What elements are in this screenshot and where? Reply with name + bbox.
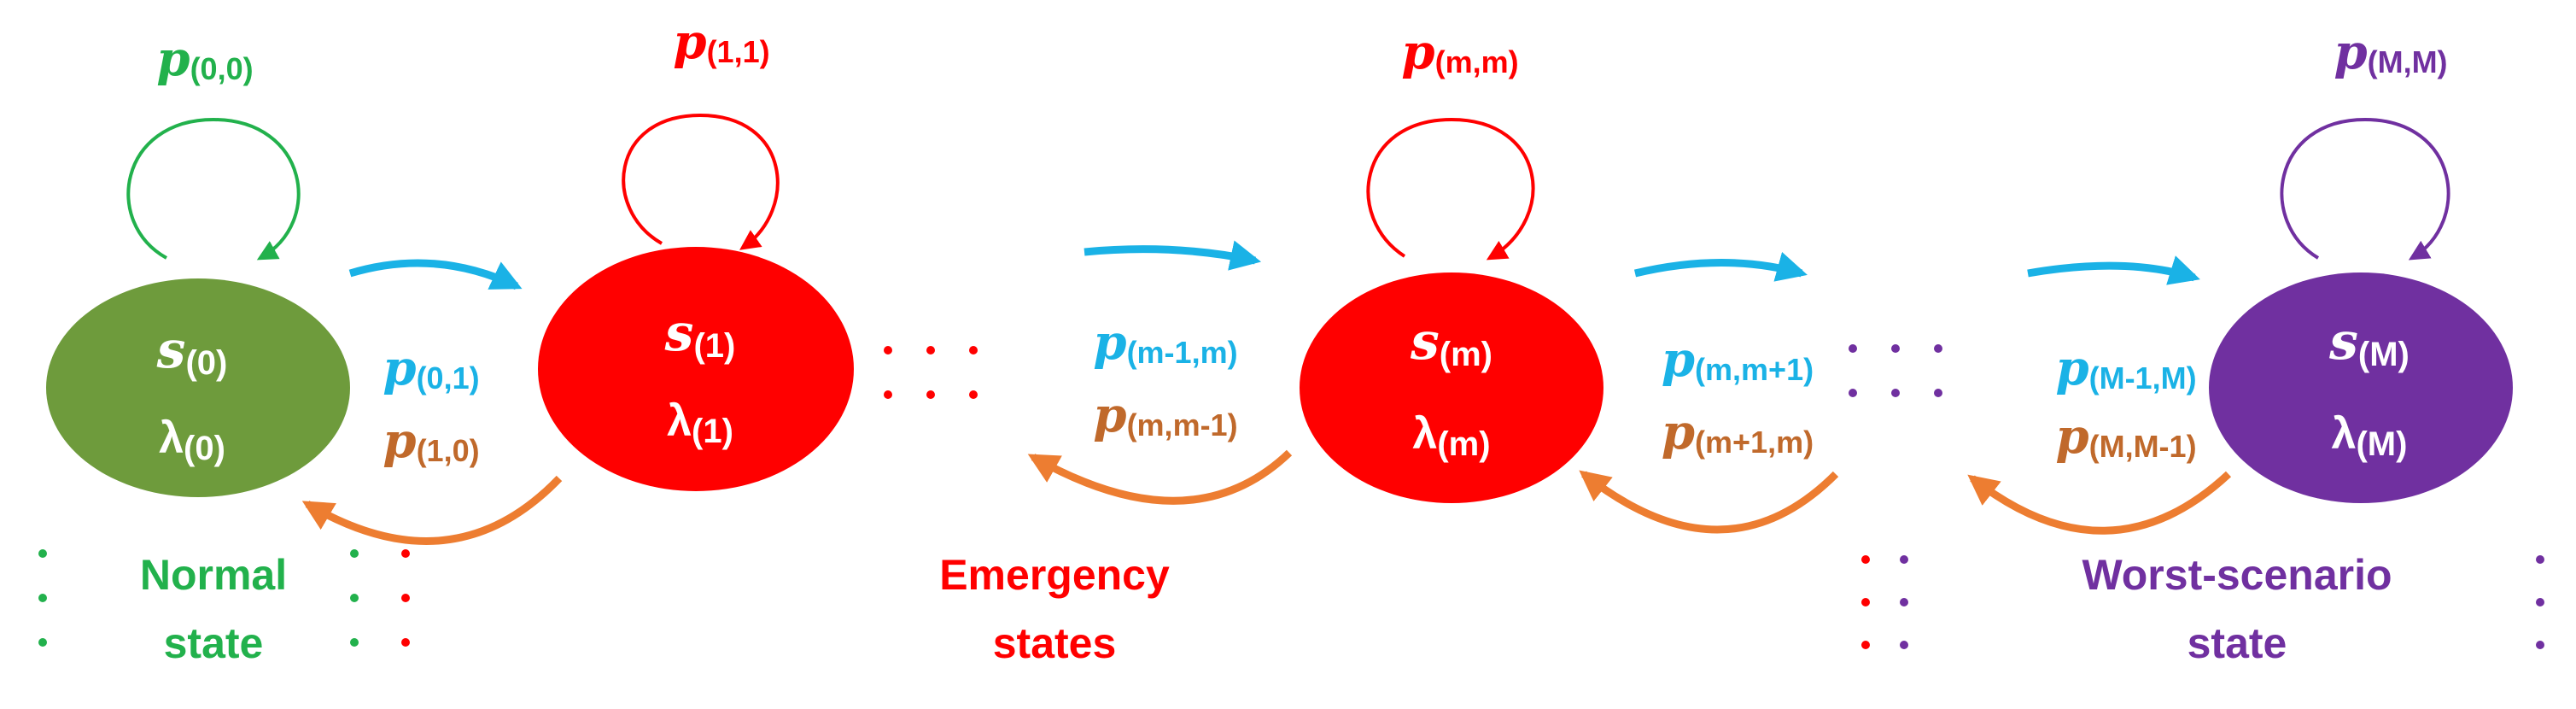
arrow-backward-M-M1 [1967,471,2232,535]
dots-between-m-M-0 [1849,344,1857,353]
group-label-normal-line1: Normal [140,551,287,599]
arrow-backward-1-0 [301,475,563,545]
prob-label-p01: p(0,1) [383,340,479,396]
prob-label-pMM1: p(M,M-1) [2055,408,2196,465]
dots-left-worst-purple-2 [1900,641,1908,649]
dots-between-1-m-2 [969,346,978,354]
prob-label-pmplusm: p(m+1,m) [1662,404,1814,460]
lambda-label-s1: λ(1) [667,396,733,450]
prob-label-pMM: p(M,M) [2334,24,2447,80]
state-node-s1 [538,247,854,491]
dots-between-1-m-3 [884,390,892,399]
dots-left-normal-0 [38,549,47,558]
self-loop-s0 [126,117,301,261]
prob-label-pM1M: p(M-1,M) [2055,340,2196,396]
ellipsis-dots [38,344,2544,649]
dots-right-normal-red-2 [401,638,410,647]
dots-left-worst-purple-1 [1900,598,1908,606]
arrow-forward-0-1 [348,259,523,290]
dots-right-normal-2 [350,638,359,647]
prob-label-pmm1: p(m,m-1) [1093,387,1237,443]
state-label-sM: s(M) [2328,312,2410,373]
dots-between-m-M-4 [1891,389,1900,397]
dots-between-1-m-4 [926,390,935,399]
lambda-label-sm: λ(m) [1412,409,1490,463]
prob-label-pm1m: p(m-1,m) [1093,314,1237,371]
dots-left-worst-red-1 [1861,598,1870,606]
dots-right-normal-red-1 [401,594,410,602]
dots-right-normal-red-0 [401,549,410,558]
prob-label-pmmplus: p(m,m+1) [1662,331,1814,388]
dots-between-m-M-1 [1891,344,1900,353]
dots-between-1-m-1 [926,346,935,354]
state-label-s0: s(0) [156,320,228,382]
dots-between-m-M-5 [1934,389,1942,397]
state-node-s0 [46,278,350,497]
arrow-forward-m-m1 [1633,251,1808,282]
state-label-s1: s(1) [664,303,736,365]
self-loop-sm [1366,117,1535,261]
prob-label-p10: p(1,0) [383,413,479,469]
dots-right-worst-2 [2536,641,2544,649]
dots-between-m-M-2 [1934,344,1942,353]
group-label-worst-line2: state [2188,619,2287,667]
self-loop-sM [2280,117,2450,261]
lambda-label-sM: λ(M) [2332,409,2408,463]
dots-left-normal-1 [38,594,47,602]
state-label-sm: s(m) [1410,312,1492,373]
prob-label-p11: p(1,1) [673,14,769,70]
dots-left-normal-2 [38,638,47,647]
dots-left-worst-purple-0 [1900,555,1908,564]
group-label-emergency-line1: Emergency [939,551,1170,599]
state-node-sM [2209,272,2513,503]
arrow-backward-m-m1 [1027,449,1293,505]
state-node-sm [1300,272,1603,503]
dots-right-normal-1 [350,594,359,602]
dots-right-worst-1 [2536,598,2544,606]
dots-between-1-m-0 [884,346,892,354]
prob-label-pmm: p(m,m) [1401,24,1518,80]
group-label-normal-line2: state [164,619,264,667]
dots-left-worst-red-2 [1861,641,1870,649]
dots-right-normal-0 [350,549,359,558]
dots-between-m-M-3 [1849,389,1857,397]
dots-between-1-m-5 [969,390,978,399]
prob-label-p00: p(0,0) [156,31,253,87]
self-loop-s1 [622,113,780,250]
group-label-emergency-line2: states [993,619,1117,667]
arrow-backward-m1-m [1579,470,1839,534]
arrow-forward-M1-M [2027,255,2200,285]
dots-right-worst-0 [2536,555,2544,564]
dots-left-worst-red-0 [1861,555,1870,564]
group-label-worst-line1: Worst-scenario [2082,551,2392,599]
lambda-label-s0: λ(0) [159,413,225,467]
arrow-forward-m1-m [1084,240,1262,271]
